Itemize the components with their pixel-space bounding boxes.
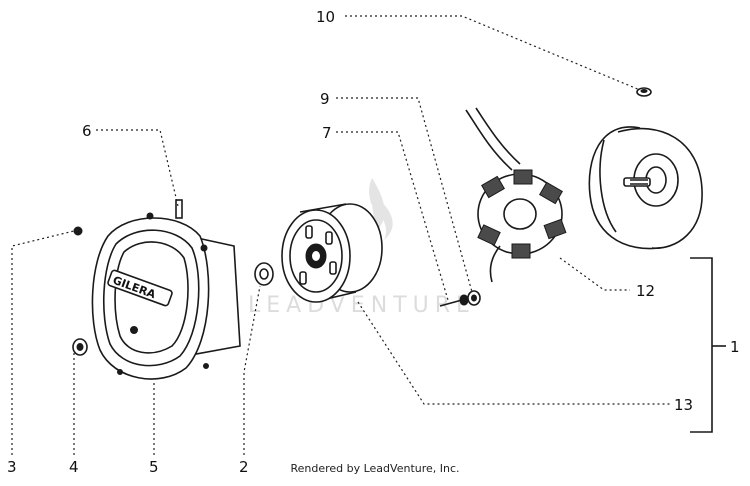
callout-3: 3	[7, 458, 17, 476]
part-12-stator	[465, 107, 567, 283]
callout-13: 13	[674, 396, 693, 414]
callout-10: 10	[316, 8, 335, 26]
part-4-nut	[72, 338, 88, 356]
flywheel-rotor	[588, 126, 703, 250]
callout-6: 6	[82, 122, 92, 140]
part-2-nut	[254, 262, 274, 286]
render-credit: Rendered by LeadVenture, Inc.	[290, 462, 460, 475]
watermark: LEADVENTURE	[248, 178, 476, 318]
callout-labels: 10 9 7 6 12 1 13 3 4 5 2	[7, 8, 740, 476]
callout-5: 5	[149, 458, 159, 476]
leader-lines	[11, 15, 672, 455]
part-10-plug	[636, 87, 652, 97]
part-1-bracket	[690, 257, 726, 433]
part-9-washer	[467, 290, 481, 306]
callout-12: 12	[636, 282, 655, 300]
callout-9: 9	[320, 90, 330, 108]
callout-2: 2	[239, 458, 249, 476]
part-3-screw	[73, 226, 83, 236]
part-5-cover: GILERA	[91, 199, 241, 380]
callout-1: 1	[730, 338, 740, 356]
callout-7: 7	[322, 124, 332, 142]
callout-4: 4	[69, 458, 79, 476]
watermark-text: LEADVENTURE	[248, 293, 476, 318]
part-7-screw	[439, 294, 469, 307]
part-13-magnet-rotor	[281, 203, 383, 303]
